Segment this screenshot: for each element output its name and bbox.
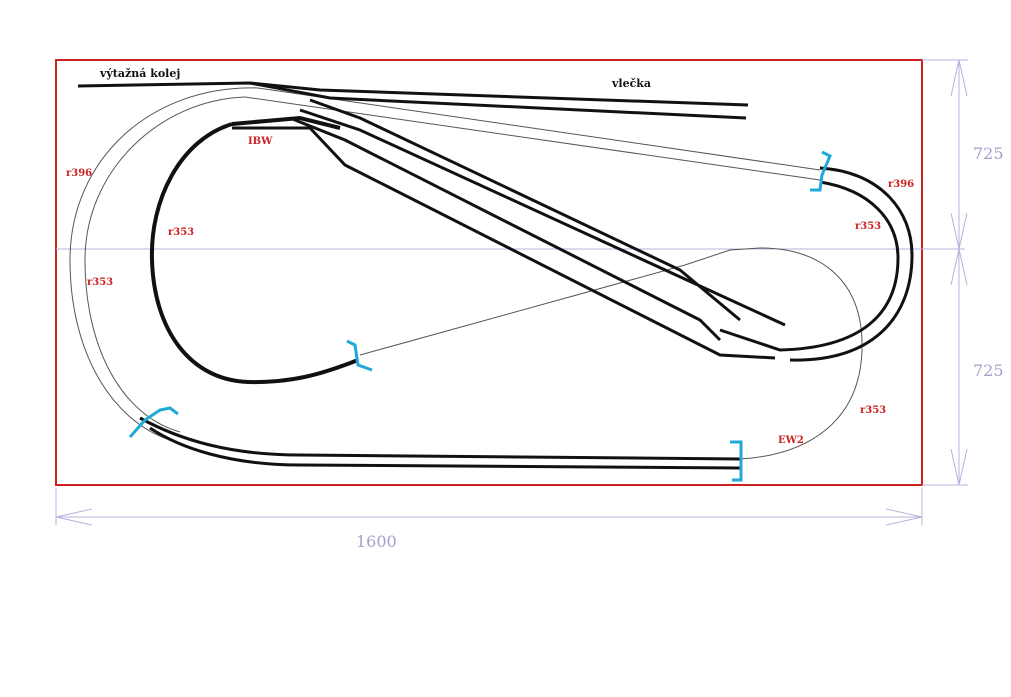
right-loop-inner [719, 180, 900, 352]
marker-bottom-left [128, 406, 179, 438]
label-r353-right: r353 [855, 221, 881, 232]
diagonal-tracks [232, 98, 786, 360]
section-markers [128, 150, 832, 482]
label-siding-right: vlečka [611, 77, 651, 90]
marker-bottom-right [730, 440, 743, 482]
inner-loop-top [231, 115, 341, 130]
marker-top-right [810, 150, 832, 192]
label-r396-left: r396 [66, 168, 92, 179]
board-outline [55, 59, 923, 486]
marker-mid-left [346, 339, 373, 372]
dimension-width-label: 1600 [356, 532, 397, 551]
sidings [77, 81, 749, 120]
outer-loop-thin [69, 87, 259, 441]
dimension-width [55, 488, 923, 526]
dimension-height-top-label: 725 [973, 144, 1004, 163]
bottom-tracks [139, 416, 741, 470]
dimension-height-bottom-label: 725 [973, 361, 1004, 380]
right-loop-outer [789, 166, 914, 362]
label-r396-right: r396 [888, 179, 914, 190]
label-r353-bottom-right: r353 [860, 405, 886, 416]
inner-left-loop [149, 122, 359, 385]
label-ibw: IBW [248, 136, 273, 147]
label-r353-outer-left: r353 [87, 277, 113, 288]
dimension-height [922, 59, 968, 486]
label-ew2: EW2 [778, 435, 804, 446]
label-siding-left: výtažná kolej [99, 67, 180, 80]
lower-right-loop-thin [359, 247, 863, 460]
label-r353-inner-left: r353 [168, 227, 194, 238]
outer-loop-thin-2 [84, 96, 246, 433]
